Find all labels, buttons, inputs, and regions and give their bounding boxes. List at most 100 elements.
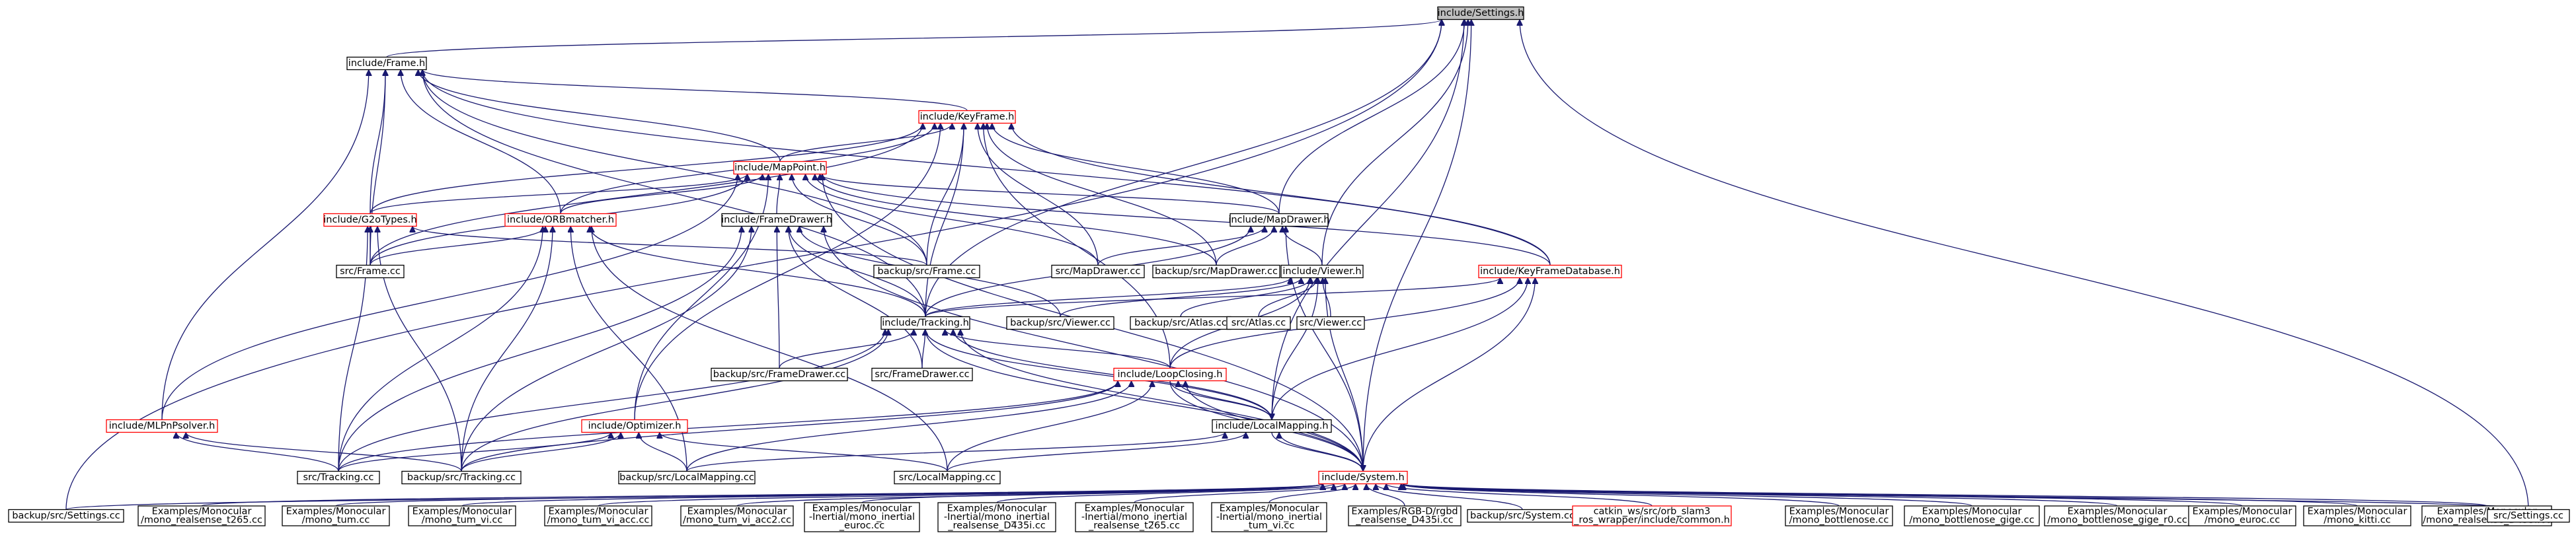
node-g2otypes-h[interactable]: include/G2oTypes.h: [323, 213, 417, 227]
node-box: [1318, 470, 1408, 485]
node-backup-localmapping-cc[interactable]: backup/src/LocalMapping.cc: [618, 470, 756, 485]
node-box: [346, 56, 427, 71]
node-box: [1113, 367, 1227, 382]
node-label-line: include/MLPnPsolver.h: [109, 421, 215, 431]
node-box: [680, 505, 794, 526]
node-src-settings-cc[interactable]: src/Settings.cc: [2487, 509, 2570, 523]
node-tracking-h[interactable]: include/Tracking.h: [880, 316, 970, 330]
node-framedrawer-h[interactable]: include/FrameDrawer.h: [721, 213, 832, 227]
node-src-localmapping-cc[interactable]: src/LocalMapping.cc: [894, 470, 1001, 485]
node-frame-h[interactable]: include/Frame.h: [346, 56, 427, 71]
node-mono-inertial-euroc[interactable]: Examples/Monocular-Inertial/mono_inertia…: [804, 502, 920, 532]
edge-mappoint-h-to-keyframedatabase-h: [822, 174, 1551, 266]
node-backup-atlas-cc[interactable]: backup/src/Atlas.cc: [1130, 316, 1231, 330]
node-src-frame-cc[interactable]: src/Frame.cc: [336, 264, 405, 279]
node-label-line: /mono_bottlenose.cc: [1789, 515, 1889, 526]
node-mlpnpsolver-h[interactable]: include/MLPnPsolver.h: [106, 419, 218, 433]
node-box: [1348, 505, 1462, 526]
edge-orbmatcher-h-to-backup-tracking-cc: [461, 227, 553, 472]
node-mappoint-h[interactable]: include/MapPoint.h: [733, 161, 827, 175]
node-mono-euroc[interactable]: Examples/Monocular/mono_euroc.cc: [2188, 505, 2296, 526]
node-box: [918, 110, 1016, 124]
node-label-line: -Inertial/mono_inertial: [1081, 512, 1187, 522]
node-src-viewer-cc[interactable]: src/Viewer.cc: [1296, 316, 1365, 330]
node-box: [937, 502, 1056, 532]
edge-keyframe-h-to-optimizer-h: [634, 124, 941, 420]
edge-localmapping-h-to-backup-localmapping-cc: [686, 433, 1225, 472]
node-box: [711, 367, 848, 382]
edge-loopclosing-h-to-src-localmapping-cc: [947, 381, 1152, 472]
node-mono-kitti[interactable]: Examples/Monocular/mono_kitti.cc: [2303, 505, 2411, 526]
node-box: [1226, 316, 1291, 330]
edge-frame-h-to-backup-frame-cc: [422, 70, 927, 266]
node-backup-framedrawer-cc[interactable]: backup/src/FrameDrawer.cc: [711, 367, 848, 382]
node-src-mapdrawer-cc[interactable]: src/MapDrawer.cc: [1051, 264, 1145, 279]
edge-tracking-h-to-backup-framedrawer-cc: [779, 330, 914, 369]
node-backup-frame-cc[interactable]: backup/src/Frame.cc: [873, 264, 980, 279]
node-loopclosing-h[interactable]: include/LoopClosing.h: [1113, 367, 1227, 382]
node-src-framedrawer-cc[interactable]: src/FrameDrawer.cc: [871, 367, 973, 382]
node-mono-inertial-t265[interactable]: Examples/Monocular-Inertial/mono_inertia…: [1075, 502, 1194, 532]
edge-settings-h-to-frame-h: [386, 20, 1442, 58]
node-mono-tum-vi[interactable]: Examples/Monocular/mono_tum_vi.cc: [408, 505, 516, 526]
node-backup-settings-cc[interactable]: backup/src/Settings.cc: [8, 509, 124, 523]
node-rgbd-d435i[interactable]: Examples/RGB-D/rgbd_realsense_D435i.cc: [1348, 505, 1462, 526]
node-catkin-common-h[interactable]: catkin_ws/src/orb_slam3_ros_wrapper/incl…: [1572, 505, 1732, 526]
node-backup-viewer-cc[interactable]: backup/src/Viewer.cc: [1006, 316, 1114, 330]
node-label-line: backup/src/FrameDrawer.cc: [713, 369, 846, 380]
node-keyframedatabase-h[interactable]: include/KeyFrameDatabase.h: [1478, 264, 1622, 279]
node-mono-tum[interactable]: Examples/Monocular/mono_tum.cc: [282, 505, 390, 526]
node-optimizer-h[interactable]: include/Optimizer.h: [581, 419, 688, 433]
edge-localmapping-h-to-src-localmapping-cc: [947, 433, 1246, 472]
node-localmapping-h[interactable]: include/LocalMapping.h: [1212, 419, 1332, 433]
node-backup-tracking-cc[interactable]: backup/src/Tracking.cc: [401, 470, 522, 485]
node-mono-tum-vi-acc[interactable]: Examples/Monocular/mono_tum_vi_acc.cc: [544, 505, 652, 526]
node-label-line: Examples/Monocular: [2068, 507, 2167, 517]
node-settings-h[interactable]: include/Settings.h: [1437, 6, 1524, 20]
node-src-atlas-cc[interactable]: src/Atlas.cc: [1226, 316, 1291, 330]
node-keyframe-h[interactable]: include/KeyFrame.h: [918, 110, 1016, 124]
edge-keyframe-h-to-backup-mapdrawer-cc: [987, 124, 1217, 266]
edge-settings-h-to-localmapping-h: [1271, 20, 1464, 420]
edge-localmapping-h-to-tracking-h: [925, 329, 1272, 420]
node-label-line: Examples/RGB-D/rgbd: [1351, 507, 1458, 517]
node-system-h[interactable]: include/System.h: [1318, 470, 1408, 485]
edge-system-h-to-rgbd-d435i: [1366, 484, 1405, 507]
node-orbmatcher-h[interactable]: include/ORBmatcher.h: [504, 213, 617, 227]
node-label-line: /mono_bottlenose_gige.cc: [1909, 515, 2034, 526]
node-label-line: backup/src/LocalMapping.cc: [619, 472, 754, 483]
edge-orbmatcher-h-to-src-tracking-cc: [338, 227, 543, 472]
node-box: [137, 505, 266, 526]
node-mono-bottlenose[interactable]: Examples/Monocular/mono_bottlenose.cc: [1785, 505, 1893, 526]
node-box: [2044, 505, 2191, 526]
node-mono-bottlenose-gige-r0[interactable]: Examples/Monocular/mono_bottlenose_gige_…: [2044, 505, 2191, 526]
edge-viewer-h-to-src-atlas-cc: [1258, 278, 1317, 317]
edge-layer: [65, 20, 2529, 511]
node-box: [1296, 316, 1365, 330]
node-mono-inertial-d435i[interactable]: Examples/Monocular-Inertial/mono_inertia…: [937, 502, 1056, 532]
node-src-tracking-cc[interactable]: src/Tracking.cc: [297, 470, 380, 485]
node-label-line: include/LocalMapping.h: [1215, 421, 1328, 431]
node-backup-mapdrawer-cc[interactable]: backup/src/MapDrawer.cc: [1152, 264, 1280, 279]
edge-keyframe-h-to-keyframedatabase-h: [1011, 124, 1551, 266]
node-mono-realsense-t265[interactable]: Examples/Monocular/mono_realsense_t265.c…: [137, 505, 266, 526]
node-box: [1212, 419, 1332, 433]
node-box: [2487, 509, 2570, 523]
node-label-line: _realsense_D435i.cc: [1355, 515, 1454, 526]
node-label-line: Examples/Monocular: [152, 507, 252, 517]
node-viewer-h[interactable]: include/Viewer.h: [1280, 264, 1364, 279]
node-backup-system-cc[interactable]: backup/src/System.cc: [1467, 509, 1578, 523]
node-mapdrawer-h[interactable]: include/MapDrawer.h: [1228, 213, 1330, 227]
node-mono-inertial-tum-vi[interactable]: Examples/Monocular-Inertial/mono_inertia…: [1211, 502, 1327, 532]
node-box: [804, 502, 920, 532]
edge-framedrawer-h-to-system-h: [824, 227, 1364, 472]
edge-frame-h-to-tracking-h: [422, 70, 926, 317]
node-mono-tum-vi-acc2[interactable]: Examples/Monocular/mono_tum_vi_acc2.cc: [680, 505, 794, 526]
node-label-line: _ros_wrapper/include/common.h: [1573, 515, 1730, 526]
node-mono-bottlenose-gige[interactable]: Examples/Monocular/mono_bottlenose_gige.…: [1904, 505, 2040, 526]
edge-settings-h-to-viewer-h: [1321, 20, 1468, 266]
edge-settings-h-to-src-settings-cc: [1520, 20, 2529, 510]
node-label-line: src/MapDrawer.cc: [1056, 266, 1141, 277]
edge-keyframedatabase-h-to-system-h: [1362, 278, 1535, 472]
